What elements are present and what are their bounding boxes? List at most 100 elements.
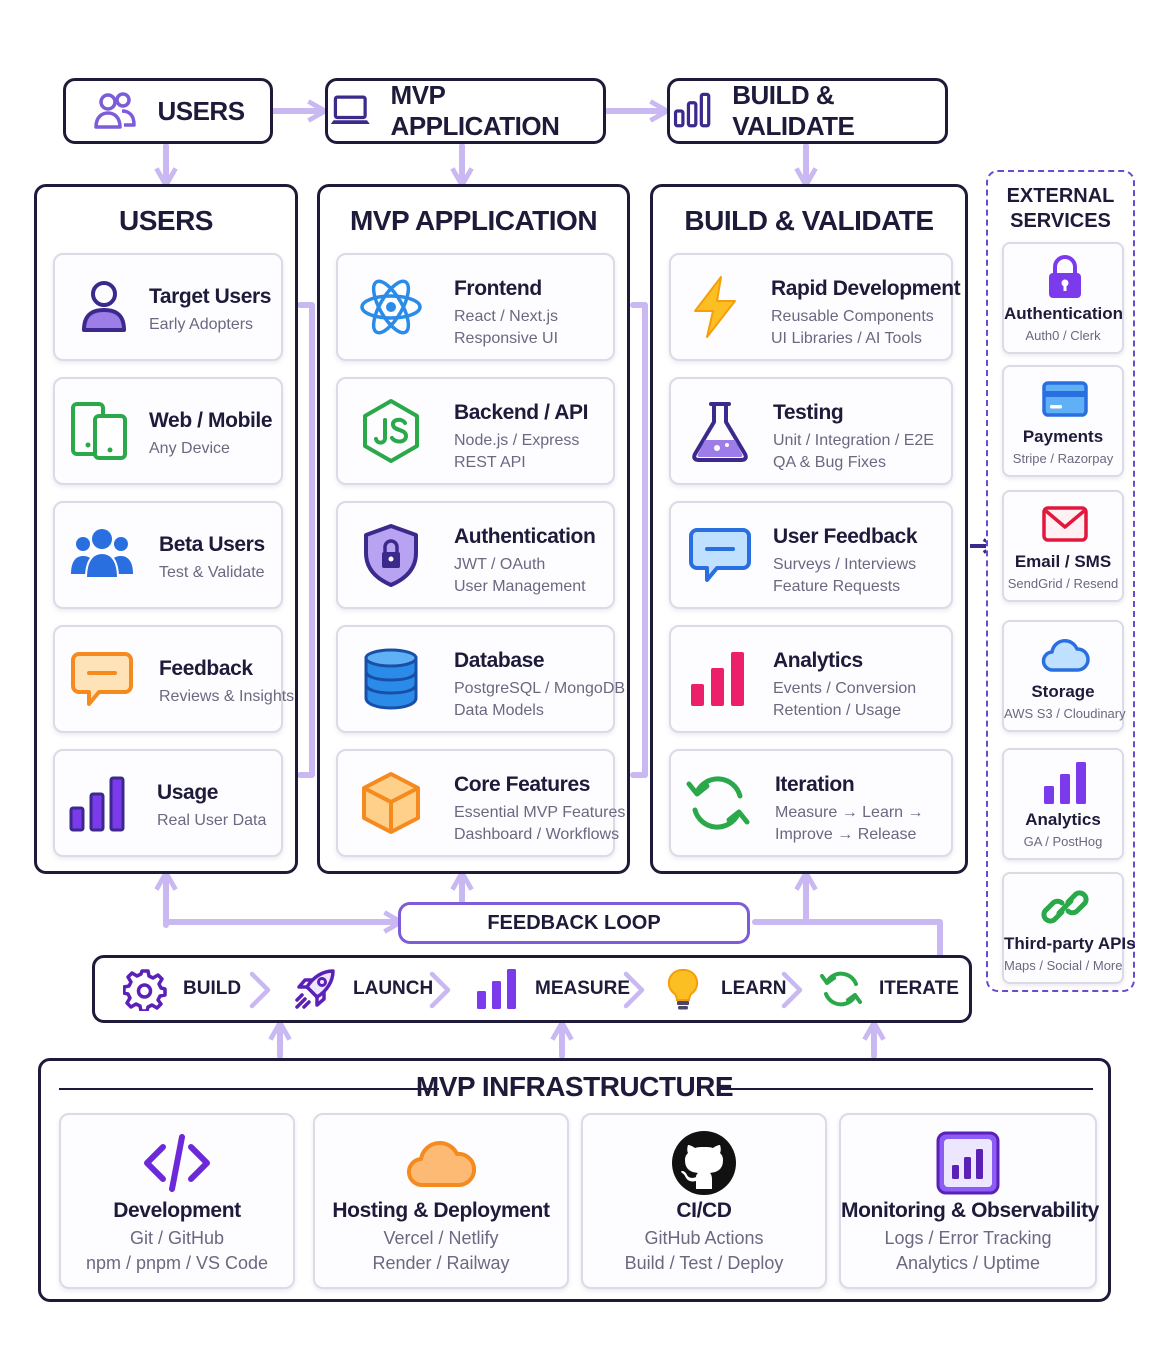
link-icon <box>1041 890 1089 924</box>
build-validate-column-title: BUILD & VALIDATE <box>684 205 934 236</box>
cycle-step-learn: LEARN <box>661 958 786 1020</box>
top-users-pill: USERS <box>63 78 273 144</box>
card-title: Web / Mobile <box>149 409 273 432</box>
card-database: Database PostgreSQL / MongoDB Data Model… <box>336 625 625 733</box>
top-build-validate-label: BUILD & VALIDATE <box>732 80 855 141</box>
card-subtitle: JWT / OAuth <box>454 556 546 573</box>
refresh-cycle-icon <box>685 770 751 836</box>
cloud-icon <box>1041 639 1090 672</box>
cycle-step-label: LAUNCH <box>353 978 434 999</box>
card-subtitle: UI Libraries / AI Tools <box>771 330 922 347</box>
github-icon <box>672 1131 736 1195</box>
card-subtitle: User Management <box>454 578 586 595</box>
infra-card-subtitle: GitHub Actions <box>644 1228 764 1248</box>
bar-chart-icon <box>477 969 516 1009</box>
external-title-line: SERVICES <box>1010 210 1111 232</box>
cycle-step-build: BUILD <box>123 958 241 1020</box>
ext-card-title: Third-party APIs <box>1004 934 1136 953</box>
cube-icon <box>358 770 424 836</box>
mvp-infrastructure-title: MVP INFRASTRUCTURE <box>415 1071 734 1102</box>
chevron-right-icon <box>781 971 803 1009</box>
card-analytics: Analytics Events / Conversion Retention … <box>669 625 953 733</box>
envelope-icon <box>1042 506 1088 542</box>
infra-card-subtitle: Vercel / Netlify <box>383 1228 499 1248</box>
infra-card-ci-cd: CI/CD GitHub Actions Build / Test / Depl… <box>581 1113 827 1289</box>
cycle-step-label: MEASURE <box>535 978 631 999</box>
cycle-step-label: ITERATE <box>879 978 959 999</box>
chat-bubble-icon <box>69 646 135 712</box>
card-subtitle: Early Adopters <box>149 316 254 333</box>
card-title: User Feedback <box>773 525 918 548</box>
ext-card-authentication: Authentication Auth0 / Clerk <box>1002 242 1124 354</box>
top-mvp-app-label: MVP APPLICATION <box>390 80 560 141</box>
infra-card-title: Monitoring & Observability <box>841 1199 1099 1222</box>
top-users-label: USERS <box>157 95 245 126</box>
card-subtitle: Node.js / Express <box>454 432 580 449</box>
ext-card-subtitle: Stripe / Razorpay <box>1012 451 1114 466</box>
card-subtitle: Retention / Usage <box>773 702 902 719</box>
cycle-step-measure: MEASURE <box>475 958 630 1020</box>
title-rule-right <box>719 1088 1093 1090</box>
card-subtitle: Reusable Components <box>771 308 934 325</box>
feedback-loop-label: FEEDBACK LOOP <box>487 911 661 934</box>
card-title: Database <box>454 649 545 672</box>
card-title: Feedback <box>159 657 253 680</box>
credit-card-icon <box>1042 381 1088 417</box>
card-subtitle: Surveys / Interviews <box>773 556 917 573</box>
card-feedback: Feedback Reviews & Insights <box>53 625 294 733</box>
card-core-features: Core Features Essential MVP Features Das… <box>336 749 625 857</box>
monitor-chart-icon <box>936 1131 1000 1195</box>
card-beta-users: Beta Users Test & Validate <box>53 501 283 609</box>
bar-chart-icon <box>673 92 711 128</box>
external-title-line: EXTERNAL <box>1006 185 1115 207</box>
card-frontend: Frontend React / Next.js Responsive UI <box>336 253 615 361</box>
infra-card-subtitle: Build / Test / Deploy <box>624 1253 784 1273</box>
card-subtitle: Data Models <box>454 702 544 719</box>
cycle-bar: BUILD LAUNCH MEASURE LEARN ITERATE <box>92 955 972 1023</box>
infra-card-subtitle: npm / pnpm / VS Code <box>85 1253 269 1273</box>
card-testing: Testing Unit / Integration / E2E QA & Bu… <box>669 377 953 485</box>
card-iteration: Iteration Measure → Learn → Improve → Re… <box>669 749 953 857</box>
ext-card-analytics: Analytics GA / PostHog <box>1002 748 1124 860</box>
card-title: Frontend <box>454 277 542 300</box>
card-subtitle: React / Next.js <box>454 308 559 325</box>
infra-card-subtitle: Render / Railway <box>372 1253 510 1273</box>
card-subtitle: Dashboard / Workflows <box>454 826 620 843</box>
card-authentication: Authentication JWT / OAuth User Manageme… <box>336 501 615 609</box>
card-subtitle: Reviews & Insights <box>159 688 295 705</box>
ext-card-title: Authentication <box>1004 304 1123 323</box>
card-title: Backend / API <box>454 401 589 424</box>
card-subtitle: Events / Conversion <box>773 680 917 697</box>
ext-card-title: Payments <box>1022 427 1104 446</box>
ext-card-title: Email / SMS <box>1014 552 1112 571</box>
card-title: Analytics <box>773 649 863 672</box>
ext-card-subtitle: Maps / Social / More <box>1004 958 1123 973</box>
ext-card-title: Analytics <box>1025 810 1101 829</box>
cycle-step-label: LEARN <box>721 978 787 999</box>
nodejs-hexagon-icon <box>358 398 424 464</box>
card-target-users: Target Users Early Adopters <box>53 253 283 361</box>
rocket-icon <box>295 969 335 1009</box>
build-validate-column: BUILD & VALIDATE Rapid Development Reusa… <box>650 184 968 874</box>
chevron-right-icon <box>429 971 451 1009</box>
ext-card-subtitle: SendGrid / Resend <box>1007 576 1119 591</box>
user-icon <box>73 274 139 340</box>
chevron-right-icon <box>249 971 271 1009</box>
react-atom-icon <box>358 274 424 340</box>
card-subtitle: PostgreSQL / MongoDB <box>454 680 626 697</box>
infra-card-subtitle: Analytics / Uptime <box>895 1253 1041 1273</box>
bar-chart-icon <box>67 770 133 836</box>
cycle-step-launch: LAUNCH <box>293 958 433 1020</box>
laptop-icon <box>330 95 370 124</box>
card-usage: Usage Real User Data <box>53 749 283 857</box>
card-subtitle: Test & Validate <box>159 564 265 581</box>
padlock-icon <box>1049 255 1081 298</box>
card-title: Usage <box>157 781 219 804</box>
ext-card-title: Storage <box>1031 682 1095 701</box>
infra-card-title: Hosting & Deployment <box>332 1199 550 1222</box>
ext-card-subtitle: GA / PostHog <box>1023 834 1103 849</box>
card-title: Beta Users <box>159 533 265 556</box>
ext-card-subtitle: AWS S3 / Cloudinary <box>1004 706 1126 721</box>
card-web-mobile: Web / Mobile Any Device <box>53 377 283 485</box>
